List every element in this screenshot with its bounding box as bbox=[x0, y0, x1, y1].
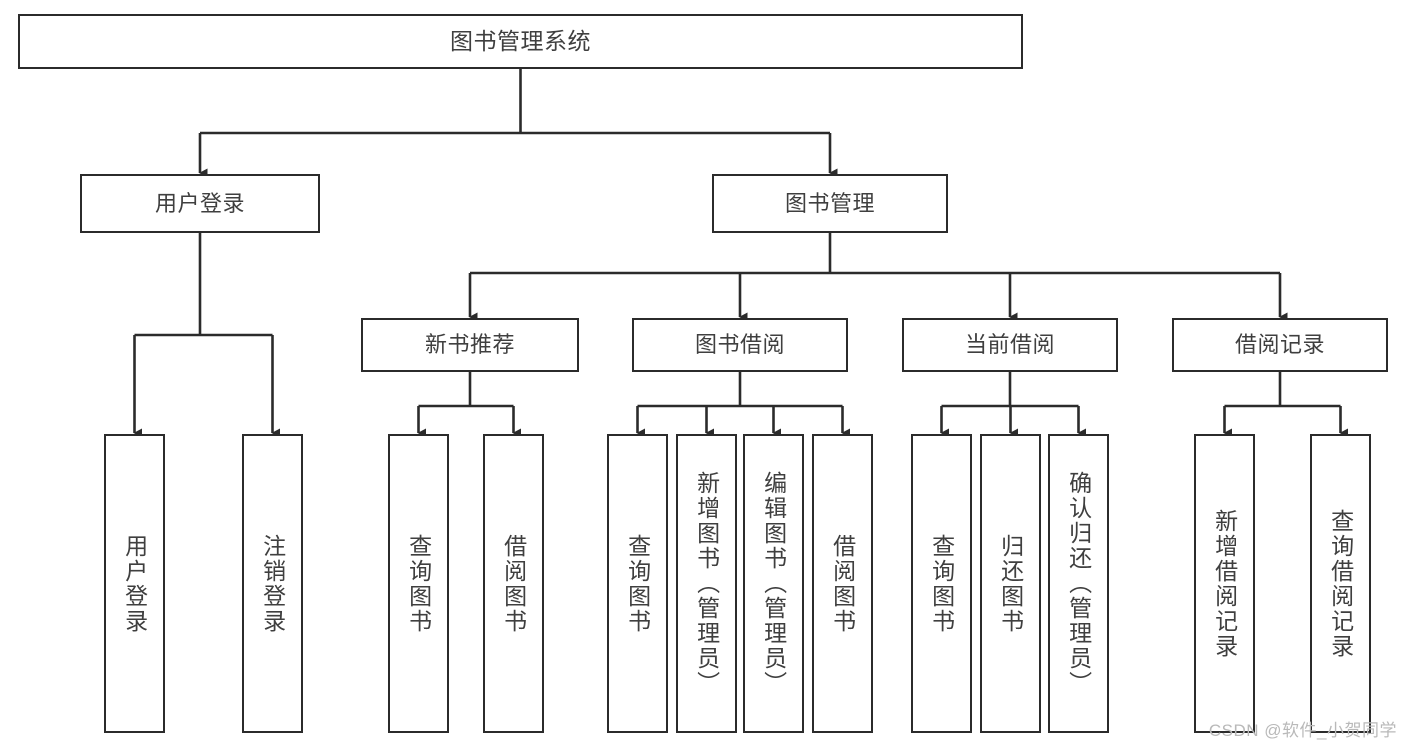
node-label-book-borrow: 图书借阅 bbox=[694, 332, 785, 358]
node-borrow-record[interactable]: 借阅记录 bbox=[1172, 318, 1388, 372]
node-leaf-borrow-book-1[interactable]: 借阅图书 bbox=[483, 434, 544, 733]
node-label-leaf-user-login: 用户登录 bbox=[121, 533, 148, 634]
node-label-leaf-confirm-return: 确认归还（管理员） bbox=[1065, 471, 1092, 696]
connector-lines bbox=[133, 69, 1349, 438]
node-leaf-logout-login[interactable]: 注销登录 bbox=[242, 434, 303, 733]
node-leaf-query-borrow-record[interactable]: 查询借阅记录 bbox=[1310, 434, 1371, 733]
node-label-leaf-borrow-book-1: 借阅图书 bbox=[500, 533, 527, 634]
node-leaf-return-book[interactable]: 归还图书 bbox=[980, 434, 1041, 733]
node-user-login[interactable]: 用户登录 bbox=[80, 174, 320, 233]
node-label-leaf-query-book-1: 查询图书 bbox=[405, 533, 432, 634]
node-label-leaf-add-book: 新增图书（管理员） bbox=[693, 471, 720, 696]
node-leaf-query-book-1[interactable]: 查询图书 bbox=[388, 434, 449, 733]
watermark-text: CSDN @软件_小贺同学 bbox=[1208, 721, 1397, 740]
node-book-manage[interactable]: 图书管理 bbox=[712, 174, 948, 233]
node-label-leaf-return-book: 归还图书 bbox=[997, 533, 1024, 634]
node-label-book-manage: 图书管理 bbox=[784, 190, 875, 216]
node-label-leaf-logout-login: 注销登录 bbox=[259, 533, 286, 634]
node-label-user-login: 用户登录 bbox=[154, 190, 245, 216]
node-leaf-edit-book[interactable]: 编辑图书（管理员） bbox=[743, 434, 804, 733]
node-root[interactable]: 图书管理系统 bbox=[18, 14, 1023, 69]
node-leaf-borrow-book-2[interactable]: 借阅图书 bbox=[812, 434, 873, 733]
node-leaf-user-login[interactable]: 用户登录 bbox=[104, 434, 165, 733]
node-new-book-recommend[interactable]: 新书推荐 bbox=[361, 318, 579, 372]
node-leaf-query-book-3[interactable]: 查询图书 bbox=[911, 434, 972, 733]
node-label-borrow-record: 借阅记录 bbox=[1234, 332, 1325, 358]
node-label-root: 图书管理系统 bbox=[450, 27, 591, 54]
node-leaf-confirm-return[interactable]: 确认归还（管理员） bbox=[1048, 434, 1109, 733]
node-label-new-book-recommend: 新书推荐 bbox=[424, 332, 515, 358]
node-book-borrow[interactable]: 图书借阅 bbox=[632, 318, 848, 372]
node-label-leaf-query-book-3: 查询图书 bbox=[928, 533, 955, 634]
node-leaf-query-book-2[interactable]: 查询图书 bbox=[607, 434, 668, 733]
node-label-leaf-borrow-book-2: 借阅图书 bbox=[829, 533, 856, 634]
node-label-leaf-query-book-2: 查询图书 bbox=[624, 533, 651, 634]
node-current-borrow[interactable]: 当前借阅 bbox=[902, 318, 1118, 372]
node-label-current-borrow: 当前借阅 bbox=[964, 332, 1055, 358]
node-label-leaf-add-borrow-record: 新增借阅记录 bbox=[1211, 508, 1238, 659]
node-label-leaf-edit-book: 编辑图书（管理员） bbox=[760, 471, 787, 696]
node-label-leaf-query-borrow-record: 查询借阅记录 bbox=[1327, 508, 1354, 659]
node-leaf-add-book[interactable]: 新增图书（管理员） bbox=[676, 434, 737, 733]
node-leaf-add-borrow-record[interactable]: 新增借阅记录 bbox=[1194, 434, 1255, 733]
